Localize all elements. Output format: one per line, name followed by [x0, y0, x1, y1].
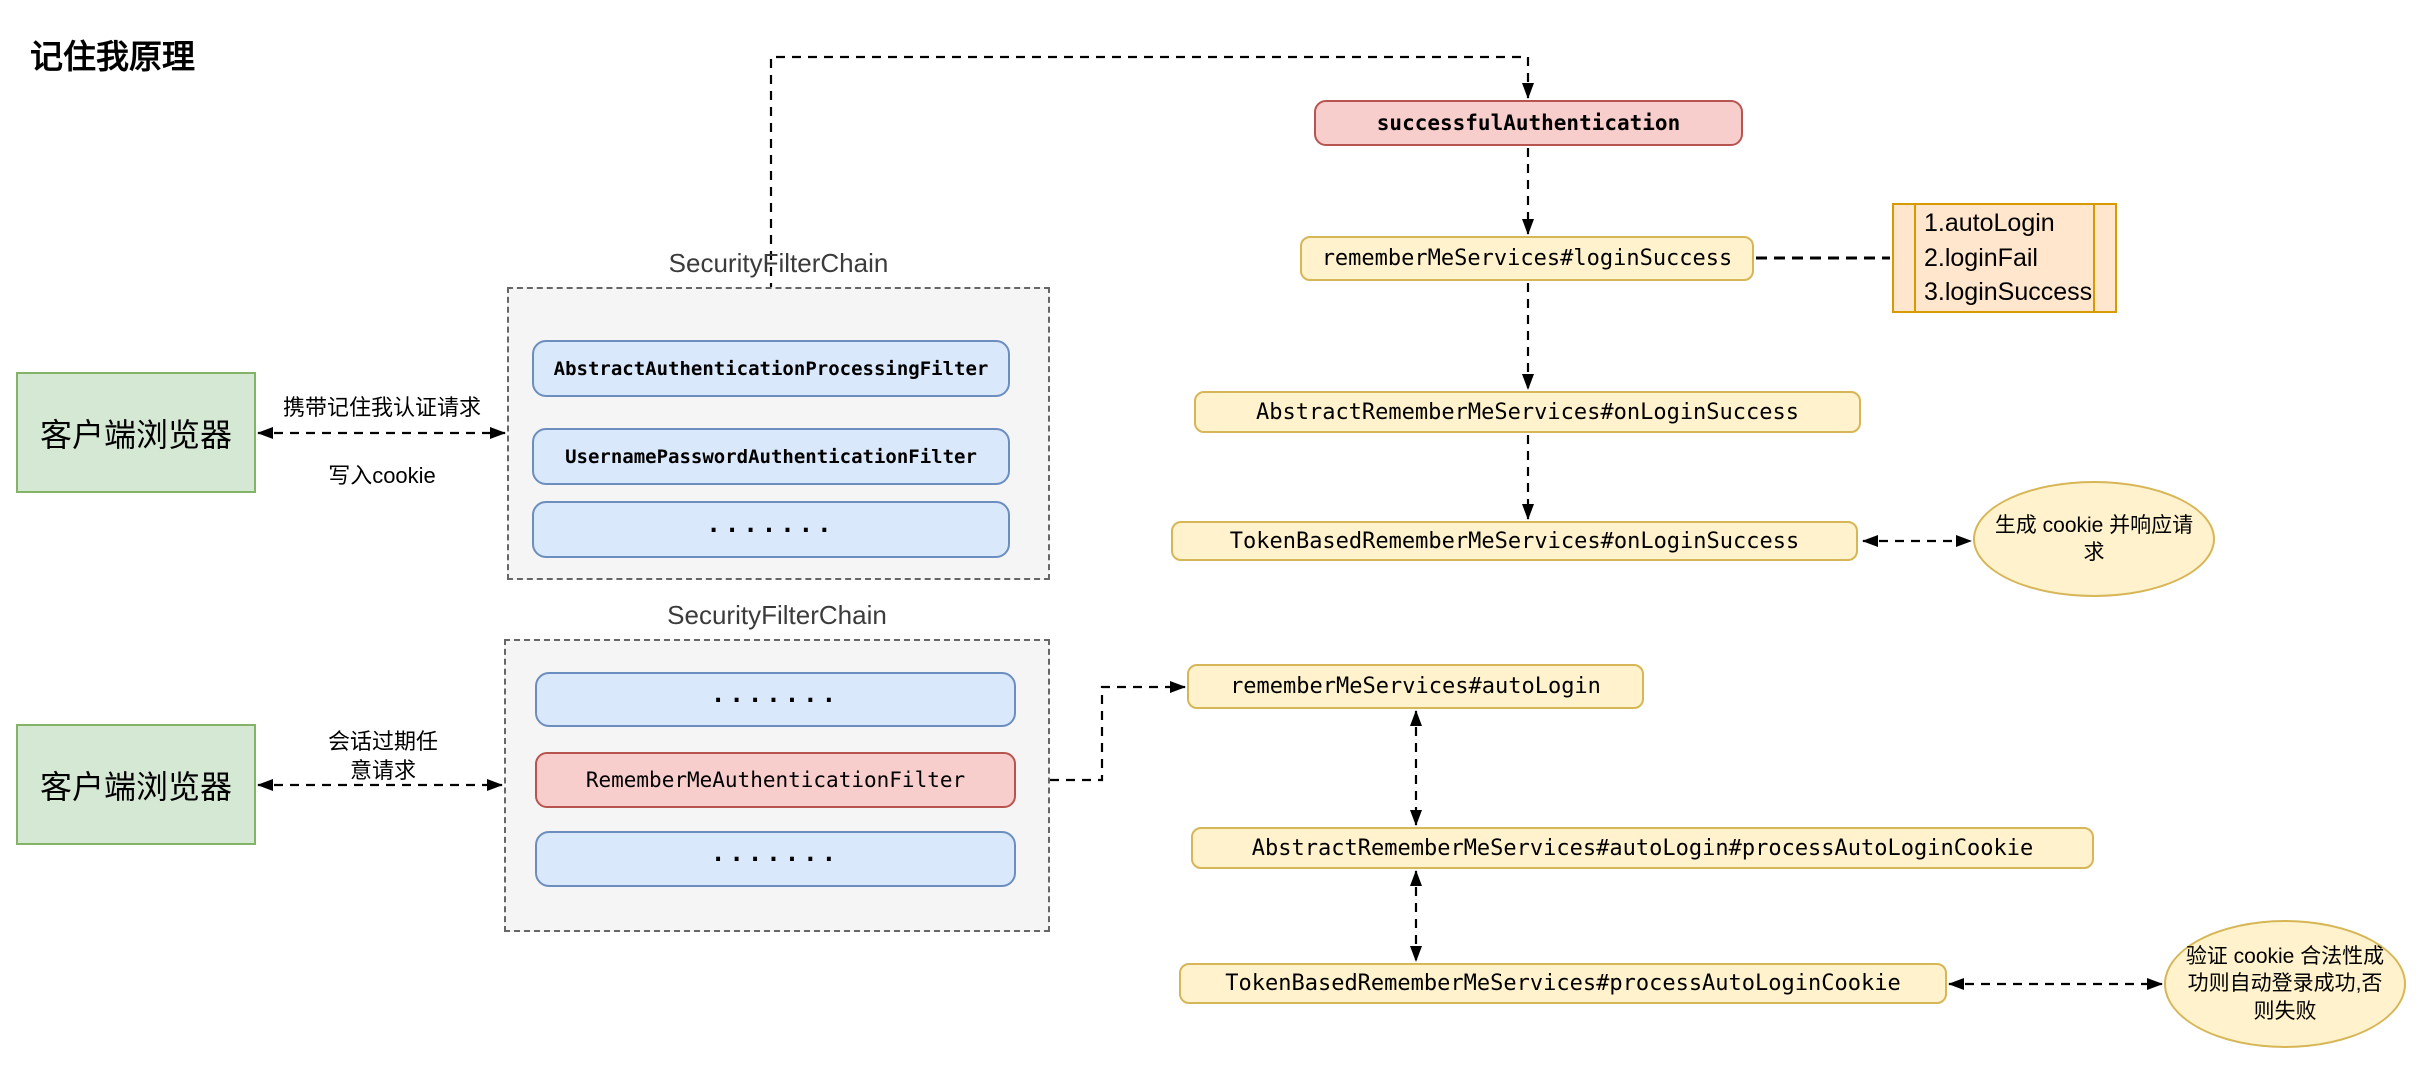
- edge-label-write-cookie: 写入cookie: [328, 463, 436, 488]
- node-successful-authentication: successfulAuthentication: [1314, 100, 1743, 146]
- filter-remember-me-authentication: RememberMeAuthenticationFilter: [535, 752, 1016, 808]
- client-browser-1-label: 客户端浏览器: [39, 416, 232, 453]
- node-token-on-login-success-label: TokenBasedRememberMeServices#onLoginSucc…: [1229, 528, 1800, 554]
- node-token-process-auto-login-cookie: TokenBasedRememberMeServices#processAuto…: [1179, 963, 1947, 1004]
- chain1-label: SecurityFilterChain: [668, 248, 889, 278]
- ellipse-generate-cookie-label: 生成 cookie 并响应请求: [1994, 513, 2194, 564]
- node-successful-authentication-label: successfulAuthentication: [1376, 111, 1681, 135]
- filter-username-password-authentication-label: UsernamePasswordAuthenticationFilter: [565, 445, 977, 468]
- filter-chain2-other-filters-bottom-dots: ·······: [710, 845, 841, 873]
- filter-abstract-authentication-processing-label: AbstractAuthenticationProcessingFilter: [553, 357, 989, 380]
- filter-chain2-other-filters-bottom: ·······: [535, 831, 1016, 887]
- client-browser-2-label: 客户端浏览器: [39, 768, 232, 805]
- node-rememberme-services-login-success: rememberMeServices#loginSuccess: [1300, 236, 1754, 281]
- client-browser-2: 客户端浏览器: [16, 724, 256, 845]
- note-rememberme-services-methods: 1.autoLogin 2.loginFail 3.loginSuccess: [1892, 203, 2117, 313]
- filter-chain1-other-filters: ·······: [532, 501, 1010, 558]
- node-rememberme-services-login-success-label: rememberMeServices#loginSuccess: [1321, 246, 1733, 271]
- note-method-loginsuccess: 3.loginSuccess: [1924, 278, 2093, 307]
- filter-username-password-authentication: UsernamePasswordAuthenticationFilter: [532, 428, 1010, 485]
- node-abstract-on-login-success: AbstractRememberMeServices#onLoginSucces…: [1194, 391, 1861, 433]
- note-method-loginfail: 2.loginFail: [1924, 243, 2038, 272]
- client-browser-1: 客户端浏览器: [16, 372, 256, 493]
- node-token-on-login-success: TokenBasedRememberMeServices#onLoginSucc…: [1171, 521, 1858, 561]
- edge-label-carry-remember-me: 携带记住我认证请求: [282, 395, 481, 420]
- node-abstract-auto-login-process-cookie-label: AbstractRememberMeServices#autoLogin#pro…: [1251, 835, 2034, 861]
- page-title: 记住我原理: [30, 38, 195, 75]
- chain2-label: SecurityFilterChain: [667, 600, 887, 630]
- note-method-list: 1.autoLogin 2.loginFail 3.loginSuccess: [1924, 205, 2093, 311]
- edge-label-session-expired: 会话过期任意请求: [327, 729, 438, 783]
- filter-chain1-other-filters-dots: ·······: [706, 515, 836, 544]
- filter-chain2-other-filters-top: ·······: [535, 672, 1016, 727]
- filter-remember-me-authentication-label: RememberMeAuthenticationFilter: [585, 768, 966, 792]
- ellipse-verify-cookie-label: 验证 cookie 合法性成功则自动登录成功,否则失败: [2185, 945, 2385, 1023]
- filter-abstract-authentication-processing: AbstractAuthenticationProcessingFilter: [532, 340, 1010, 397]
- connector-rememberme-filter-to-autologin: [1017, 681, 1186, 786]
- ellipse-generate-cookie: 生成 cookie 并响应请求: [1973, 481, 2215, 597]
- connector-chain1-successfulauthentication-loop: [765, 55, 1534, 341]
- note-left-bar: [1914, 205, 1916, 311]
- node-rememberme-services-auto-login: rememberMeServices#autoLogin: [1187, 664, 1644, 709]
- node-rememberme-services-auto-login-label: rememberMeServices#autoLogin: [1230, 674, 1601, 699]
- note-method-autologin: 1.autoLogin: [1924, 209, 2055, 238]
- node-token-process-auto-login-cookie-label: TokenBasedRememberMeServices#processAuto…: [1225, 971, 1901, 996]
- node-abstract-auto-login-process-cookie: AbstractRememberMeServices#autoLogin#pro…: [1191, 827, 2094, 869]
- node-abstract-on-login-success-label: AbstractRememberMeServices#onLoginSucces…: [1255, 399, 1800, 425]
- note-right-bar: [2093, 205, 2095, 311]
- ellipse-verify-cookie: 验证 cookie 合法性成功则自动登录成功,否则失败: [2164, 920, 2406, 1048]
- filter-chain2-other-filters-top-dots: ·······: [710, 685, 841, 714]
